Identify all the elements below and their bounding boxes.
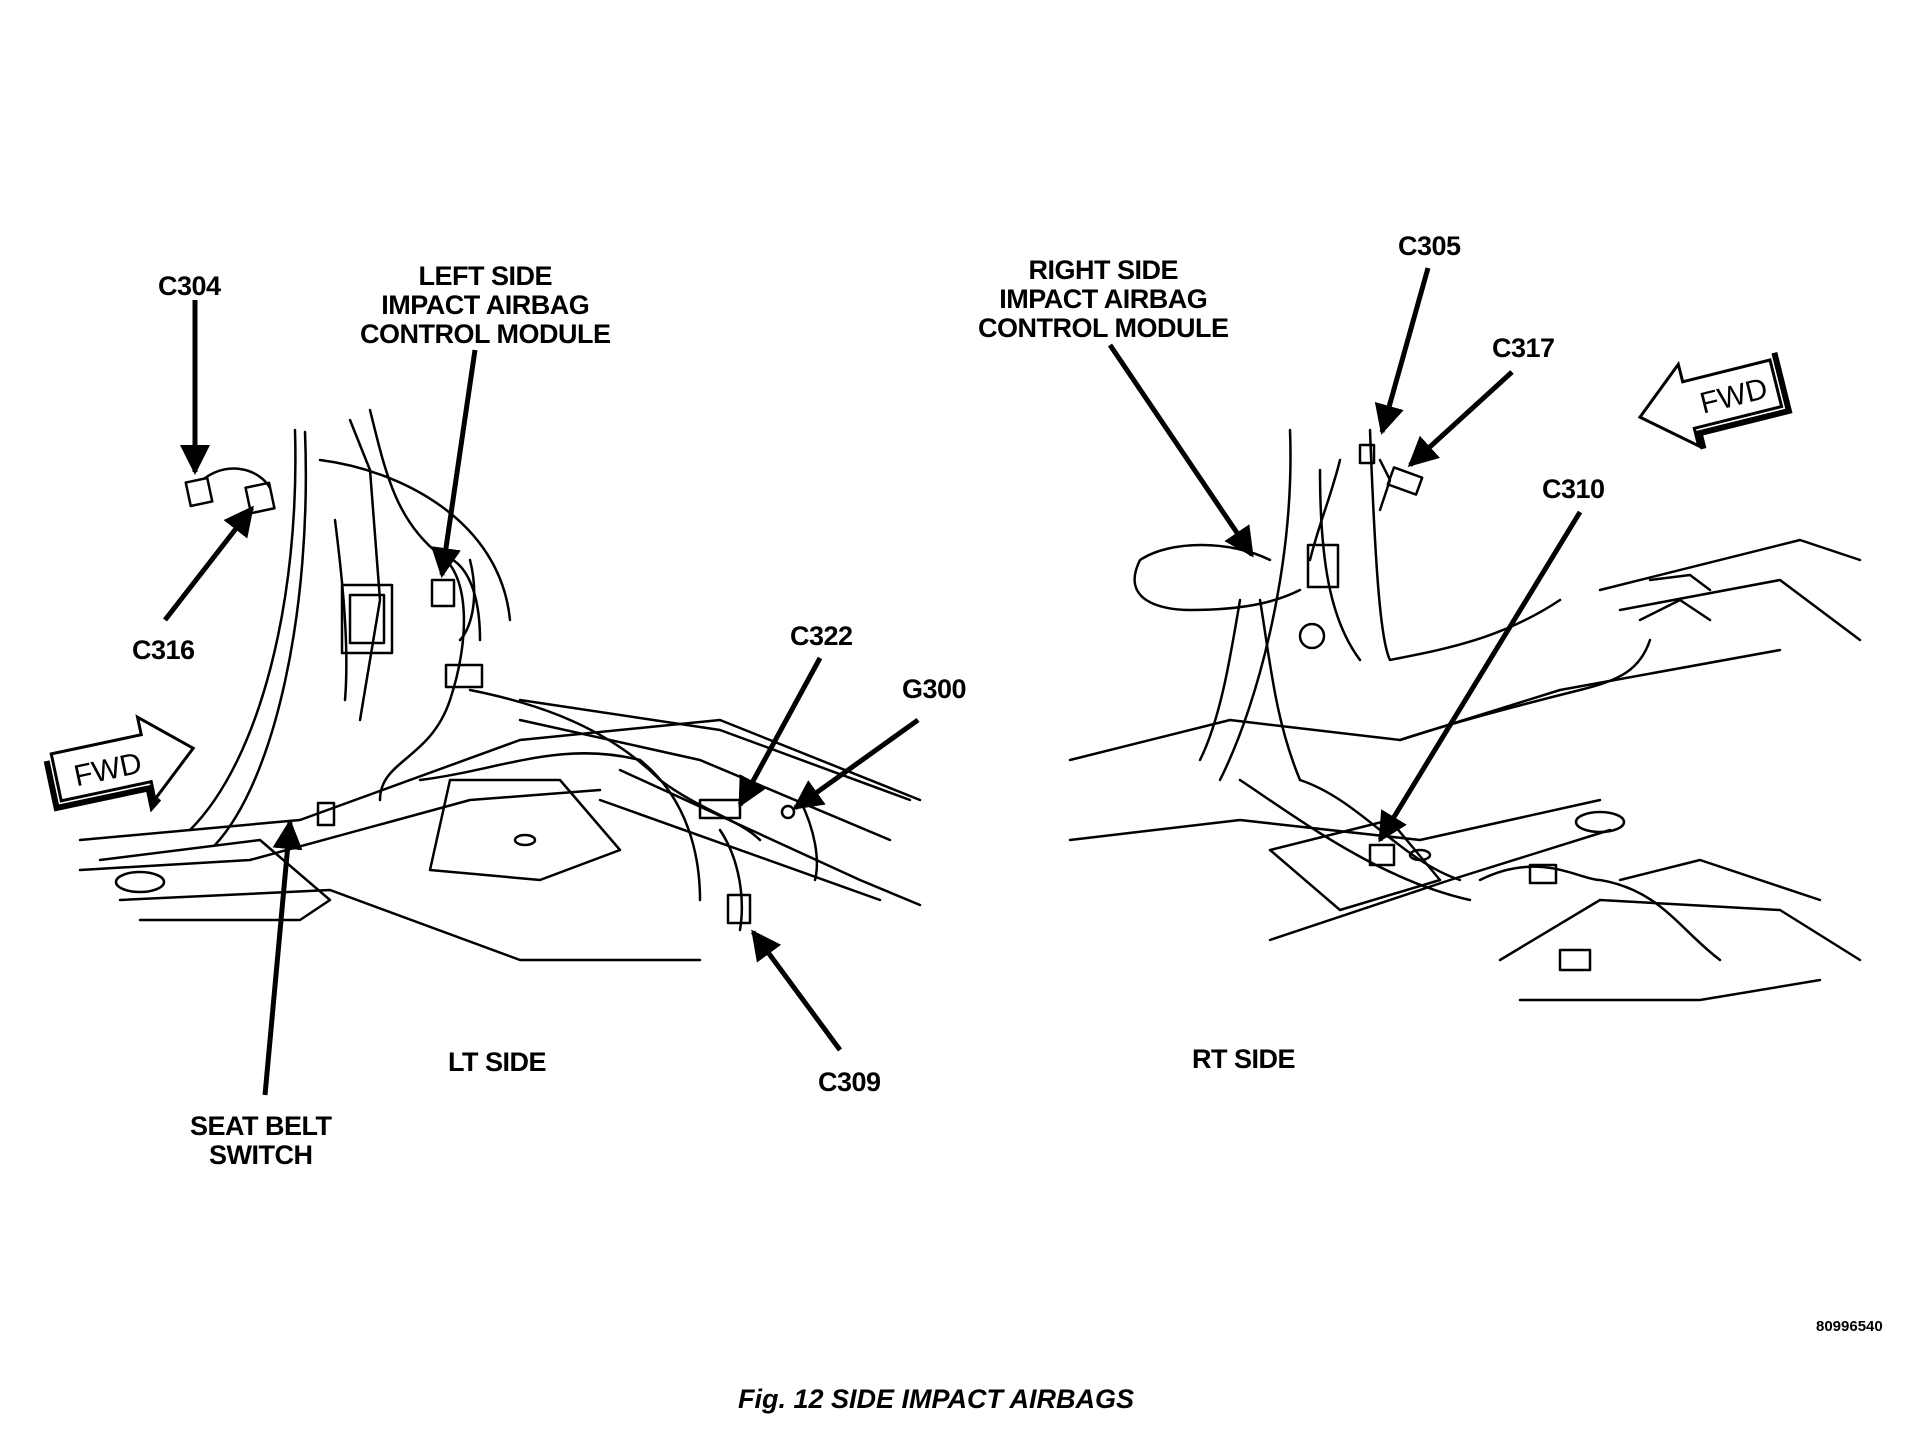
arrow-seat-belt-switch [262,819,303,1096]
label-seat-belt-switch: SEAT BELT SWITCH [190,1111,332,1170]
label-rt-side: RT SIDE [1192,1044,1296,1074]
rt-side-illustration [1068,428,1862,1002]
arrow-left-module [431,349,478,578]
arrow-c316 [163,505,254,622]
label-left-module: LEFT SIDE IMPACT AIRBAG CONTROL MODULE [360,261,611,349]
figure-caption: Fig. 12 SIDE IMPACT AIRBAGS [738,1384,1135,1414]
label-right-module: RIGHT SIDE IMPACT AIRBAG CONTROL MODULE [978,255,1229,343]
arrow-c309 [750,929,843,1052]
leader-arrows [163,267,1583,1096]
label-c322: C322 [790,621,853,651]
label-c316: C316 [132,635,195,665]
label-c310: C310 [1542,474,1605,504]
lt-side-illustration [78,408,922,962]
arrow-right-module [1107,343,1255,558]
label-c317: C317 [1492,333,1555,363]
arrow-c322 [737,656,823,808]
arrow-c317 [1407,370,1514,468]
arrow-c305 [1374,267,1431,435]
reference-number: 80996540 [1816,1318,1883,1335]
fwd-arrow-right: FWD [1637,352,1793,450]
label-c305: C305 [1398,231,1461,261]
arrow-c310 [1377,510,1583,843]
label-c304: C304 [158,271,221,301]
arrow-g300 [792,717,920,811]
label-g300: G300 [902,674,967,704]
label-lt-side: LT SIDE [448,1047,547,1077]
label-c309: C309 [818,1067,881,1097]
fwd-arrow-left: FWD [43,714,196,813]
